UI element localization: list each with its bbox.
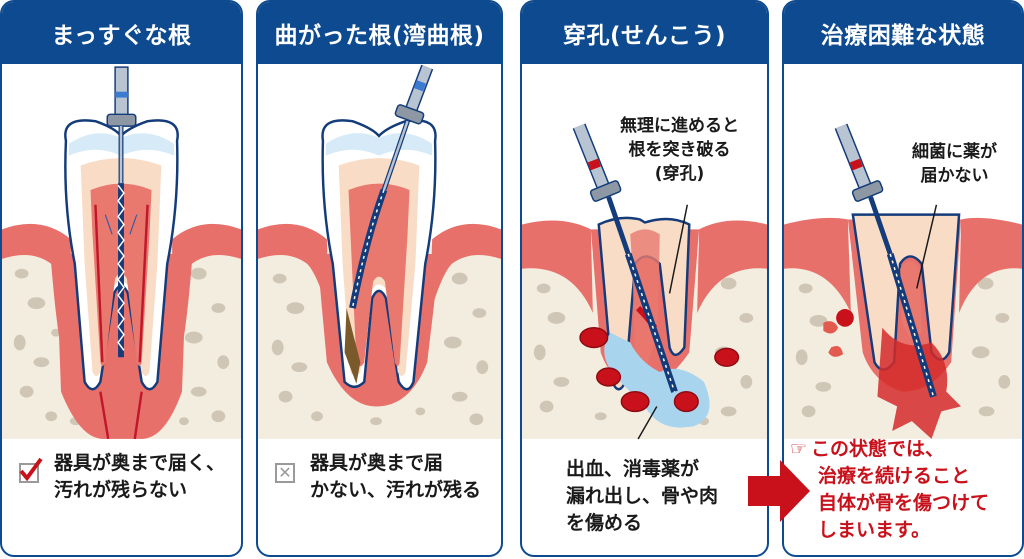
pointing-hand-icon: ☞ (790, 438, 808, 460)
panel-curved-root: 曲がった根(湾曲根) (256, 0, 503, 557)
caption-line: 出血、消毒薬が (566, 458, 700, 480)
panel-caption: 出血、消毒薬が 漏れ出し、骨や肉 を傷める (566, 456, 767, 537)
tooth-straight-root-icon (2, 66, 241, 440)
caption-line: かない、汚れが残る (310, 479, 482, 501)
warning-line: ☞この状態では、 (790, 436, 989, 463)
panel-title: 曲がった根(湾曲根) (258, 2, 501, 64)
warning-line: 自体が骨を傷つけて (818, 492, 990, 514)
panel-perforation: 穿孔(せんこう) (520, 0, 769, 557)
callout-line: 届かない (920, 166, 989, 186)
caption-line: 器具が奥まで届 (310, 452, 444, 474)
panel-title: 穿孔(せんこう) (522, 2, 767, 64)
callout-line: 無理に進めると (620, 116, 739, 136)
caption-line: 漏れ出し、骨や肉 (566, 485, 719, 507)
panel-caption: 器具が奥まで届く、 汚れが残らない (54, 450, 241, 504)
curved-root-illustration (258, 64, 501, 442)
callout-line: 細菌に薬が (912, 142, 997, 162)
panel-title: まっすぐな根 (2, 2, 241, 64)
callout-line: 根を突き破る (628, 140, 731, 160)
bacteria-callout: 細菌に薬が 届かない (912, 140, 997, 188)
panel-difficult-treatment: 治療困難な状態 (782, 0, 1024, 557)
straight-root-illustration (2, 64, 241, 442)
tooth-difficult-treatment-icon (784, 67, 1022, 439)
caption-line: 汚れが残らない (54, 479, 188, 501)
warning-line: しまいます。 (818, 519, 931, 541)
perforation-callout: 無理に進めると 根を突き破る (穿孔) (620, 114, 739, 186)
right-arrow-icon (748, 460, 810, 522)
caption-line: を傷める (566, 512, 643, 534)
panel-caption: 器具が奥まで届 かない、汚れが残る (310, 450, 501, 504)
difficult-treatment-illustration (784, 64, 1022, 442)
check-icon (19, 457, 43, 483)
perforation-illustration (522, 64, 767, 442)
tooth-curved-root-icon (258, 64, 501, 439)
warning-message: ☞この状態では、 治療を続けること 自体が骨を傷つけて しまいます。 (790, 436, 989, 544)
cross-icon: ✕ (275, 463, 295, 483)
panel-straight-root: まっすぐな根 (0, 0, 243, 557)
warning-line: 治療を続けること (818, 465, 971, 487)
callout-line: (穿孔) (654, 164, 705, 184)
tooth-perforation-icon (522, 67, 767, 440)
caption-line: 器具が奥まで届く、 (54, 452, 226, 474)
warning-line-text: この状態では、 (811, 438, 945, 460)
panel-title: 治療困難な状態 (784, 2, 1022, 64)
